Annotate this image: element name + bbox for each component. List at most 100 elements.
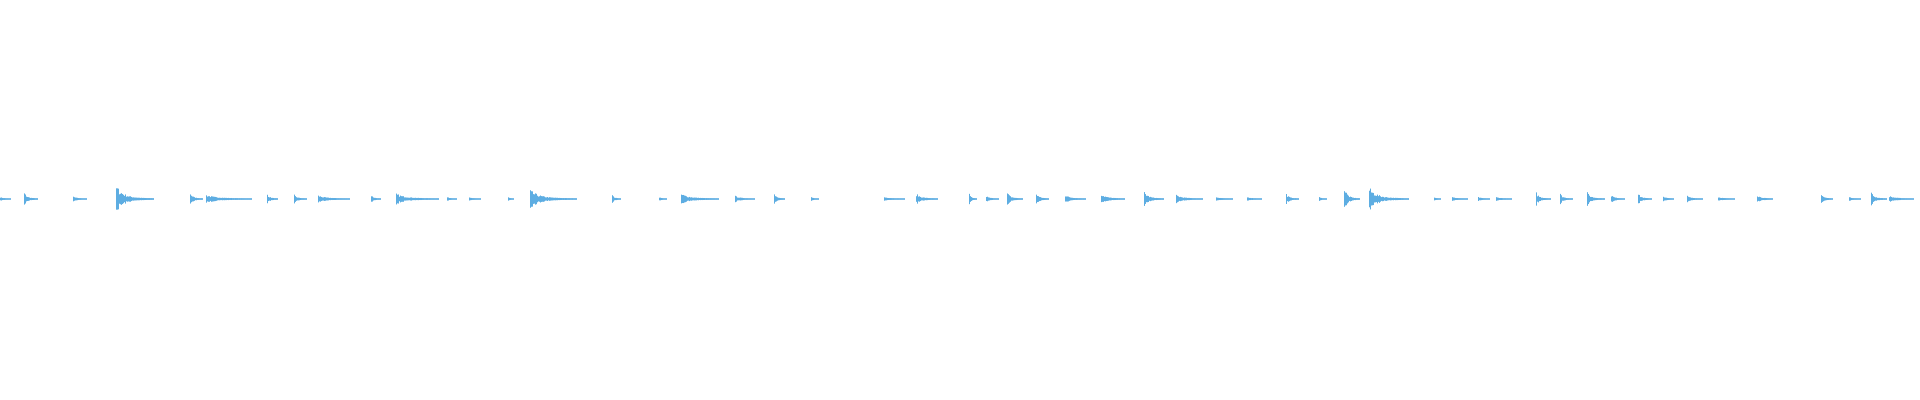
waveform-sample — [1642, 197, 1643, 201]
waveform-sample — [1902, 198, 1903, 200]
waveform-sample — [813, 197, 814, 201]
waveform-sample — [1080, 198, 1081, 200]
waveform-sample — [1734, 198, 1735, 200]
waveform-sample — [1180, 196, 1181, 202]
waveform-sample — [1231, 198, 1232, 200]
waveform-sample — [1349, 197, 1350, 201]
waveform-sample — [1073, 197, 1074, 201]
waveform-sample — [83, 198, 84, 200]
waveform-sample — [1357, 198, 1358, 200]
waveform-sample — [426, 198, 427, 200]
waveform-sample — [1385, 197, 1386, 201]
waveform-sample — [817, 198, 818, 200]
waveform-sample — [1762, 197, 1763, 201]
waveform-sample — [754, 198, 755, 200]
waveform-sample — [934, 198, 935, 200]
waveform-sample — [4, 198, 5, 200]
waveform-sample — [1570, 198, 1571, 200]
waveform-sample — [247, 198, 248, 200]
waveform-sample — [131, 196, 132, 202]
waveform-sample — [1323, 198, 1324, 200]
waveform-sample — [1617, 198, 1618, 200]
waveform-sample — [1345, 192, 1346, 206]
waveform-sample — [1184, 197, 1185, 201]
waveform-sample — [1190, 198, 1191, 200]
waveform-sample — [1438, 198, 1439, 200]
waveform-sample — [215, 196, 216, 202]
waveform-sample — [400, 195, 401, 203]
waveform-sample — [1321, 197, 1322, 201]
waveform-sample — [1536, 192, 1537, 206]
waveform-sample — [1467, 198, 1468, 200]
waveform-sample — [1048, 198, 1049, 200]
waveform-sample — [211, 196, 212, 202]
waveform-sample — [1912, 198, 1913, 200]
waveform-sample — [222, 197, 223, 201]
waveform-sample — [620, 198, 621, 200]
waveform-sample — [1849, 197, 1850, 201]
waveform-sample — [736, 196, 737, 202]
waveform-sample — [992, 198, 993, 200]
waveform-sample — [1015, 197, 1016, 201]
waveform-sample — [1727, 198, 1728, 200]
waveform-sample — [554, 197, 555, 201]
waveform-sample — [1437, 198, 1438, 200]
waveform-sample — [1229, 198, 1230, 200]
waveform-sample — [1079, 198, 1080, 200]
waveform-sample — [1103, 196, 1104, 202]
waveform-sample — [570, 198, 571, 200]
waveform-sample — [306, 198, 307, 200]
waveform-sample — [249, 198, 250, 200]
waveform-sample — [1293, 198, 1294, 200]
waveform-sample — [218, 197, 219, 201]
waveform-sample — [1107, 197, 1108, 201]
waveform-sample — [480, 198, 481, 200]
waveform-sample — [402, 196, 403, 202]
waveform-sample — [993, 198, 994, 200]
waveform-sample — [198, 198, 199, 200]
waveform-sample — [1639, 194, 1640, 204]
waveform-sample — [212, 196, 213, 202]
waveform-sample — [268, 196, 269, 202]
waveform-sample — [1007, 193, 1008, 205]
waveform-sample — [1200, 198, 1201, 200]
waveform-sample — [1077, 198, 1078, 200]
waveform-sample — [233, 198, 234, 200]
waveform-sample — [1292, 198, 1293, 200]
waveform-sample — [710, 198, 711, 200]
waveform-sample — [561, 198, 562, 200]
waveform-sample — [1893, 197, 1894, 201]
waveform-sample — [1158, 198, 1159, 200]
waveform-sample — [1189, 197, 1190, 201]
waveform-sample — [1101, 195, 1102, 203]
waveform-sample — [141, 197, 142, 201]
waveform-sample — [811, 197, 812, 201]
waveform-sample — [245, 198, 246, 200]
waveform-sample — [1324, 198, 1325, 200]
waveform-sample — [1540, 196, 1541, 202]
waveform-sample — [270, 197, 271, 201]
waveform-sample — [1010, 196, 1011, 202]
waveform-sample — [1402, 198, 1403, 200]
waveform-sample — [555, 197, 556, 201]
waveform-sample — [1181, 197, 1182, 201]
waveform-sample — [986, 196, 987, 202]
waveform-sample — [274, 198, 275, 200]
waveform-sample — [1699, 198, 1700, 200]
waveform-sample — [1481, 197, 1482, 201]
waveform-sample — [243, 198, 244, 200]
waveform-sample — [421, 197, 422, 201]
waveform-sample — [545, 197, 546, 201]
waveform-sample — [1105, 196, 1106, 202]
waveform-sample — [1895, 197, 1896, 201]
waveform-sample — [1072, 197, 1073, 201]
waveform-sample — [1702, 198, 1703, 200]
waveform-sample — [1500, 198, 1501, 200]
waveform-sample — [1163, 198, 1164, 200]
waveform-sample — [1247, 197, 1248, 201]
waveform-sample — [1561, 195, 1562, 203]
waveform-sample — [127, 196, 128, 202]
waveform-sample — [1904, 198, 1905, 200]
waveform-sample — [1859, 198, 1860, 200]
